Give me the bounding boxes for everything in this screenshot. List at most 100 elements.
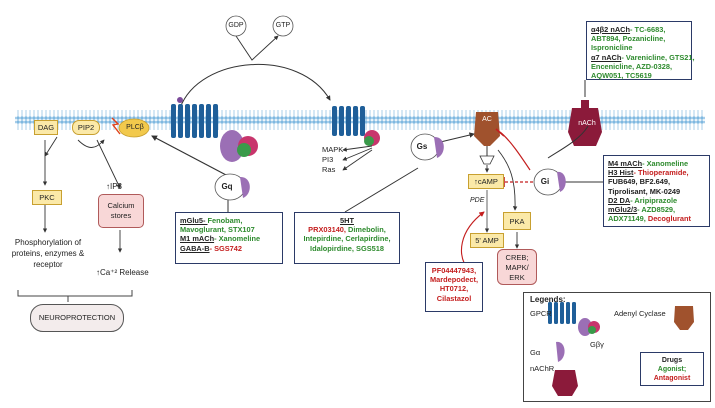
legend-antagonist: Antagonist bbox=[653, 375, 691, 382]
drug-text: - Xanomeline bbox=[642, 159, 689, 168]
gi-label: Gi bbox=[540, 177, 550, 186]
pi3-label: PI3 bbox=[322, 155, 334, 164]
creb-node: CREB; MAPK/ ERK bbox=[497, 249, 537, 285]
legend-box bbox=[523, 292, 711, 402]
gs-gbg bbox=[364, 130, 380, 146]
gq-drugs-line: Mavoglurant, STX107 bbox=[180, 225, 278, 234]
pka-chip: PKA bbox=[503, 212, 531, 230]
calcium-line-2: stores bbox=[110, 211, 132, 220]
gi-drugs-line: M4 mACh- Xanomeline bbox=[608, 159, 705, 168]
drug-text: PF04447943, bbox=[431, 266, 477, 275]
gdp-label: GDP bbox=[228, 22, 244, 29]
drug-text: Cilastazol bbox=[436, 293, 472, 303]
phosphorylation-text: Phosphorylation of proteins, enzymes & r… bbox=[4, 237, 92, 270]
pde-drugs-line: Cilastazol bbox=[430, 294, 478, 303]
gi-drugs-line: Tiprolisant, MK-0249 bbox=[608, 187, 705, 196]
drug-text: - Aripiprazole bbox=[630, 195, 678, 205]
drug-text: - TC-6683, bbox=[630, 25, 666, 34]
legend-title: Legends: bbox=[530, 295, 566, 304]
gq-drugs-line: mGlu5- Fenobam, bbox=[180, 216, 278, 225]
creb-line-3: ERK bbox=[509, 273, 525, 282]
pip2-chip: PIP2 bbox=[72, 120, 100, 135]
legend-graphics bbox=[548, 302, 694, 396]
pde-drug-box: PF04447943,Mardepodect,HT0712,Cilastazol bbox=[425, 262, 483, 312]
gi-drugs-line: ADX71149, Decoglurant bbox=[608, 214, 705, 223]
legend-drugs-title: Drugs bbox=[661, 357, 683, 364]
gi-drugs-line: H3 Hist- Thioperamide, bbox=[608, 168, 705, 177]
drug-text: 5HT bbox=[340, 216, 354, 225]
drug-text: Tiprolisant, MK-0249 bbox=[608, 186, 681, 196]
phospho-line-2: proteins, enzymes & bbox=[11, 249, 85, 258]
drug-text: Fenobam, bbox=[207, 216, 243, 225]
gq-drugs-line: M1 mACh- Xanomeline bbox=[180, 234, 278, 243]
drug-text: Ispronicline bbox=[591, 43, 633, 53]
creb-line-2: MAPK/ bbox=[505, 263, 529, 272]
drug-text: - Xanomeline bbox=[214, 234, 261, 244]
legend-nachr: nAChR bbox=[530, 364, 555, 373]
drug-text: mGlu2/3 bbox=[608, 205, 638, 215]
gs-label: Gs bbox=[416, 142, 428, 151]
drug-text: ADX71149, bbox=[608, 214, 648, 224]
drug-text: Intepirdine, Cerlapirdine, bbox=[303, 234, 391, 244]
gs-receptor bbox=[332, 106, 365, 136]
legend-drugs-box: Drugs Agonist; Antagonist bbox=[640, 352, 704, 386]
drug-text: mGlu5- bbox=[180, 216, 208, 225]
drug-text: GABA-B bbox=[180, 243, 210, 253]
pkc-chip: PKC bbox=[32, 190, 62, 205]
nach-drugs-line: Ispronicline bbox=[591, 43, 687, 52]
pde-drugs-line: PF04447943, bbox=[430, 266, 478, 275]
neuroprotection-node: NEUROPROTECTION bbox=[30, 304, 124, 332]
nach-drugs-line: α4β2 nACh- TC-6683, bbox=[591, 25, 687, 34]
legend-gbg: Gβγ bbox=[590, 340, 604, 349]
drug-text: AQW051, TC5619 bbox=[591, 71, 652, 81]
gq-trimer bbox=[220, 130, 258, 162]
ht-drugs-line: 5HT bbox=[299, 216, 395, 225]
drug-text: M1 mACh bbox=[180, 234, 215, 244]
drug-text: H3 Hist bbox=[608, 168, 634, 178]
mapk-label: MAPK bbox=[322, 145, 344, 154]
drug-text: Idalopirdine, SGS518 bbox=[310, 243, 384, 253]
calcium-stores-node: Calcium stores bbox=[98, 194, 144, 228]
drug-text: Mavoglurant, STX107 bbox=[180, 225, 255, 235]
nach-drug-box: α4β2 nACh- TC-6683,ABT894, Pozanicline,I… bbox=[586, 21, 695, 80]
gq-drugs-line: GABA-B- SGS742 bbox=[180, 244, 278, 253]
drug-text: Decoglurant bbox=[647, 214, 691, 224]
nach-drugs-line: AQW051, TC5619 bbox=[591, 71, 687, 80]
nach-drugs-line: ABT894, Pozanicline, bbox=[591, 34, 687, 43]
plcb-label: PLCβ bbox=[126, 124, 144, 131]
plcb-enzyme bbox=[118, 118, 150, 138]
pde-drugs-line: Mardepodect, bbox=[430, 275, 478, 284]
phospho-line-3: receptor bbox=[33, 260, 63, 269]
drug-text: ABT894, Pozanicline, bbox=[591, 34, 666, 44]
ac-label: AC bbox=[482, 116, 492, 123]
drug-text: - Varenicline, GTS21, bbox=[621, 52, 695, 62]
pde-label: PDE bbox=[470, 197, 485, 204]
nach-drugs-line: α7 nACh- Varenicline, GTS21, bbox=[591, 53, 695, 62]
ht-drugs-line: Intepirdine, Cerlapirdine, bbox=[299, 234, 395, 243]
camp-chip: ↑cAMP bbox=[468, 174, 504, 189]
calcium-line-1: Calcium bbox=[107, 201, 135, 210]
pde-drugs-line: HT0712, bbox=[430, 284, 478, 293]
amp-chip: 5' AMP bbox=[470, 233, 504, 248]
drug-text: M4 mACh bbox=[608, 159, 643, 168]
drug-text: - SGS742 bbox=[209, 243, 243, 253]
ras-label: Ras bbox=[322, 165, 336, 174]
gtp-label: GTP bbox=[275, 22, 291, 29]
gi-drugs-line: D2 DA- Aripiprazole bbox=[608, 196, 705, 205]
creb-line-1: CREB; bbox=[505, 253, 529, 262]
nach-channel bbox=[568, 100, 602, 146]
gq-receptor bbox=[171, 97, 218, 138]
ac-enzyme bbox=[474, 112, 500, 165]
drug-text: HT0712, bbox=[439, 284, 469, 294]
drug-text: - Thioperamide, bbox=[633, 168, 689, 178]
legend-agonist: Agonist; bbox=[657, 366, 687, 373]
drug-text: D2 DA bbox=[608, 195, 631, 205]
drug-text: PRX03140, bbox=[308, 225, 349, 235]
ht-drugs-line: PRX03140, Dimebolin, bbox=[299, 225, 395, 234]
gi-receptor-line bbox=[547, 125, 589, 159]
nach-drugs-line: Encenicline, AZD-0328, bbox=[591, 62, 687, 71]
